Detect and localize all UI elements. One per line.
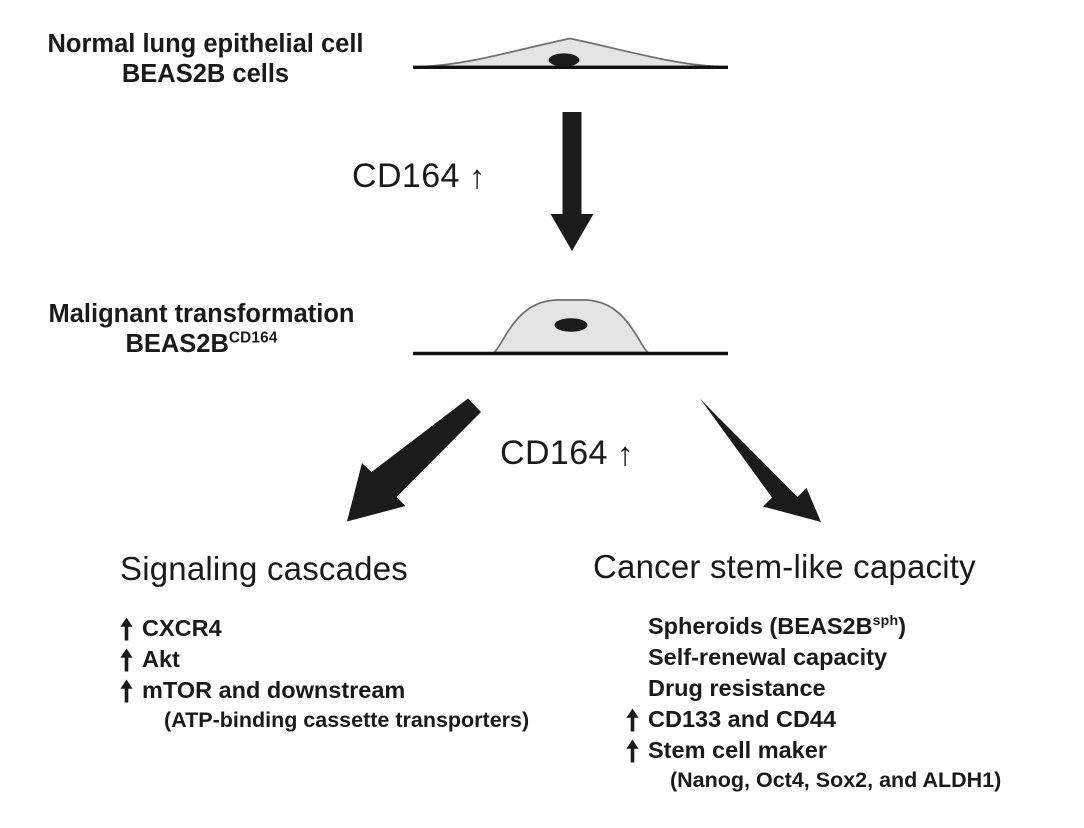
list-item-label: Drug resistance xyxy=(648,675,826,702)
malignant-label-superscript: CD164 xyxy=(228,329,278,347)
normal-cell-label: Normal lung epithelial cell BEAS2B cells xyxy=(28,29,383,89)
cd164-label-branch: CD164 xyxy=(500,434,608,472)
branch-arrow-right xyxy=(700,398,821,522)
list-item-label: mTOR and downstream xyxy=(142,677,406,704)
normal-epithelial-cell xyxy=(413,37,728,70)
normal-cell-label-line2: BEAS2B cells xyxy=(121,60,290,89)
branch-arrow-right-shape xyxy=(700,398,821,522)
list-item-label-tail: ) xyxy=(898,613,907,639)
list-item: Self-renewal capacity xyxy=(624,642,1074,673)
list-item: CD133 and CD44 xyxy=(624,704,1074,735)
list-item-label: CD133 and CD44 xyxy=(648,706,837,733)
list-item-note: (Nanog, Oct4, Sox2, and ALDH1) xyxy=(670,768,1002,793)
list-item: Drug resistance xyxy=(624,673,1074,704)
malignant-label-cellline: BEAS2B xyxy=(125,330,229,359)
list-item-label: CXCR4 xyxy=(142,615,222,641)
malignant-label-line1: Malignant transformation xyxy=(48,300,355,328)
normal-cell-body xyxy=(422,37,719,68)
normal-cell-nucleus xyxy=(548,53,580,67)
list-item-label: Self-renewal capacity xyxy=(648,644,888,671)
signaling-cascades-heading: Signaling cascades xyxy=(120,550,408,587)
branch-arrow-left xyxy=(347,398,481,522)
bold-up-arrow-icon xyxy=(626,708,639,732)
up-arrow-icon-branch: ↑ xyxy=(616,435,634,472)
bold-up-arrow-icon xyxy=(120,617,133,640)
cancer-stem-like-capacity-list: Spheroids (BEAS2Bsph) Self-renewal capac… xyxy=(624,611,1074,794)
list-item-label: Spheroids (BEAS2B xyxy=(648,613,873,639)
list-item-label: Stem cell maker xyxy=(648,737,827,764)
list-item-superscript: sph xyxy=(872,612,899,629)
cancer-stem-like-capacity-heading: Cancer stem-like capacity xyxy=(593,548,976,585)
bold-up-arrow-icon xyxy=(120,679,133,703)
bold-up-arrow-icon xyxy=(626,739,639,763)
up-arrow-icon-top: ↑ xyxy=(468,158,486,195)
list-item: CXCR4 xyxy=(118,613,588,644)
transformation-arrow-down-shape xyxy=(550,112,594,251)
cd164-annotation-branch: CD164↑ xyxy=(500,434,634,473)
list-item-note: (ATP-binding cassette transporters) xyxy=(164,708,530,733)
transformed-cell-nucleus xyxy=(554,318,588,332)
cd164-label-top: CD164 xyxy=(352,157,460,195)
transformation-arrow-down xyxy=(550,112,594,251)
branch-arrow-left-shape xyxy=(347,398,481,522)
list-item: Spheroids (BEAS2Bsph) xyxy=(624,611,1074,642)
signaling-cascades-list: CXCR4 Akt mTOR and downstream (ATP-bindi… xyxy=(118,613,588,734)
malignant-transformation-label: Malignant transformation BEAS2BCD164 xyxy=(20,299,383,359)
transformed-cell xyxy=(413,299,728,356)
malignant-label-line2: BEAS2BCD164 xyxy=(20,329,383,359)
cd164-annotation-top: CD164↑ xyxy=(352,157,486,196)
list-item-label: Akt xyxy=(142,646,180,673)
list-item: mTOR and downstream xyxy=(118,675,588,706)
list-item: Akt xyxy=(118,644,588,675)
transformed-cell-body xyxy=(493,299,649,354)
list-item: Stem cell maker xyxy=(624,735,1074,766)
bold-up-arrow-icon xyxy=(120,648,133,672)
normal-cell-label-line1: Normal lung epithelial cell xyxy=(47,30,364,58)
